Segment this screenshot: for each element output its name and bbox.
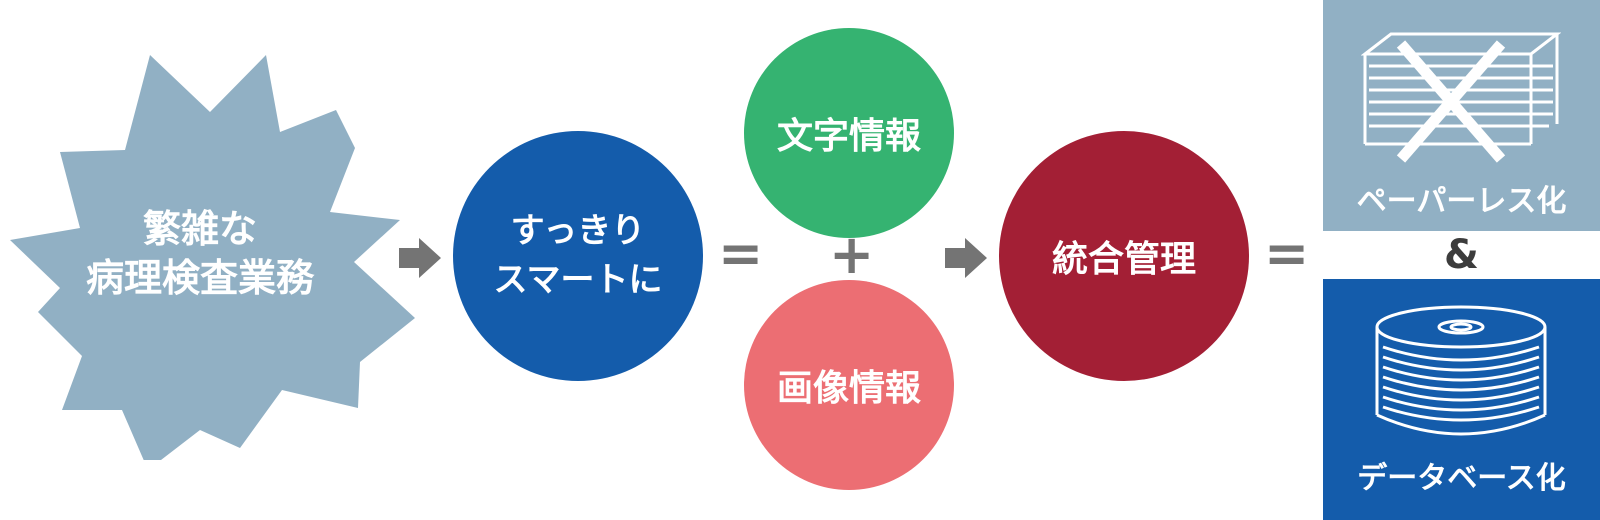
unified-management-label: 統合管理 [1051,239,1196,280]
burst-line-1: 繁雑な [142,207,257,251]
disk-stack-icon [1375,305,1547,436]
database-label: データベース化 [1357,461,1566,496]
image-info-circle: 画像情報 [744,280,954,490]
paperless-label: ペーパーレス化 [1356,184,1567,219]
smart-circle: すっきり スマートに [453,131,703,381]
text-info-circle: 文字情報 [744,28,954,238]
right-arrow-icon [399,238,441,278]
image-info-label: 画像情報 [776,368,921,409]
burst-text: 繁雑な 病理検査業務 [40,205,360,304]
plus-sign: + [829,223,875,286]
smart-line-2: スマートに [493,260,663,300]
text-info-label: 文字情報 [776,116,921,157]
equals-sign-1: = [718,222,764,285]
equals-sign-2: = [1264,222,1310,285]
unified-management-circle: 統合管理 [999,131,1249,381]
paperless-box: ペーパーレス化 [1323,0,1600,231]
starburst-shape [10,55,415,460]
database-box: データベース化 [1323,279,1600,520]
paper-stack-crossed-icon [1361,32,1561,163]
right-arrow-icon [945,238,987,278]
smart-line-1: すっきり [510,210,646,251]
ampersand: & [1444,232,1479,278]
burst-line-2: 病理検査業務 [85,256,314,301]
